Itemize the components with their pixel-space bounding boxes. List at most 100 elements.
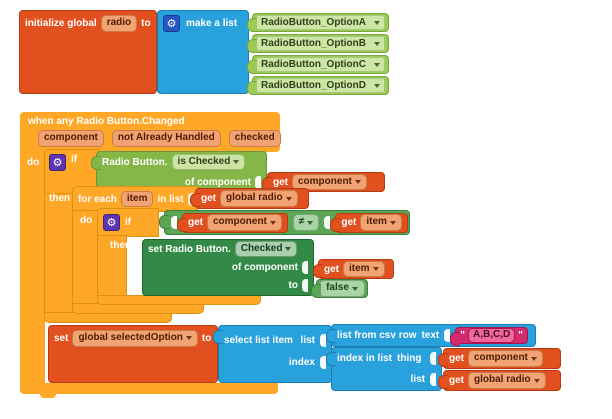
input-socket	[430, 373, 436, 386]
variable-dropdown[interactable]: global radio	[220, 190, 298, 207]
if-label: if	[125, 217, 132, 228]
input-socket	[302, 279, 308, 293]
list-from-csv-row-label: list from csv row	[337, 330, 417, 341]
loop-var-field[interactable]: item	[120, 190, 154, 208]
set-global-selected-option-block[interactable]: set global selectedOption to	[48, 325, 218, 383]
variable-dropdown[interactable]: component	[468, 350, 543, 367]
dropdown-arrow-icon	[233, 160, 240, 164]
initialize-global-label: initialize global	[25, 17, 97, 29]
input-socket	[320, 333, 326, 347]
component-dropdown[interactable]: RadioButton_OptionB	[256, 36, 385, 51]
operator-dropdown[interactable]: ≠	[292, 214, 320, 231]
text-value-field[interactable]: A,B,C,D	[468, 328, 516, 343]
get-item-block[interactable]: get item	[313, 259, 394, 279]
event-params: component not Already Handled checked	[38, 130, 281, 147]
select-list-item-label: select list item	[224, 334, 293, 346]
select-list-item-block[interactable]: select list item list index	[213, 325, 332, 383]
for-each-foot[interactable]	[73, 304, 203, 313]
when-block-foot[interactable]	[20, 383, 278, 394]
dropdown-arrow-icon	[285, 196, 292, 201]
dropdown-arrow-icon	[389, 220, 396, 225]
get-global-radio-block[interactable]: get global radio	[190, 188, 309, 209]
variable-name-field[interactable]: radio	[100, 15, 138, 32]
thing-label: thing	[397, 353, 422, 364]
dropdown-arrow-icon	[269, 220, 276, 225]
dropdown-arrow-icon	[372, 267, 379, 271]
component-dropdown[interactable]: RadioButton_OptionC	[256, 57, 385, 72]
dropdown-arrow-icon	[307, 220, 314, 225]
inner-if-block[interactable]: ⚙ if	[98, 209, 158, 236]
initialize-global-block[interactable]: initialize global radio to	[19, 10, 157, 94]
mutator-gear-icon[interactable]: ⚙	[163, 15, 180, 32]
component-block-optionA[interactable]: RadioButton_OptionA	[247, 13, 389, 32]
list-from-csv-row-block[interactable]: list from csv row text " A,B,C,D "	[326, 324, 536, 347]
inner-if-spine[interactable]	[98, 236, 126, 296]
variable-dropdown[interactable]: component	[292, 173, 367, 191]
variable-dropdown[interactable]: global selectedOption	[72, 330, 198, 347]
then-label: then	[110, 240, 132, 251]
component-block-optionC[interactable]: RadioButton_OptionC	[247, 55, 389, 74]
set-checked-block[interactable]: set Radio Button. Checked of component t…	[142, 239, 314, 296]
text-string-block[interactable]: " A,B,C,D "	[450, 327, 528, 346]
for-each-spine[interactable]	[73, 211, 98, 304]
make-a-list-block[interactable]: ⚙ make a list	[157, 10, 249, 94]
not-equal-compare-block[interactable]: get component ≠ get item	[159, 210, 410, 235]
get-label: get	[449, 375, 464, 386]
of-component-label: of component	[184, 176, 251, 188]
variable-dropdown[interactable]: component	[207, 214, 282, 231]
in-list-label: in list	[157, 193, 184, 205]
outer-if-foot[interactable]	[45, 313, 171, 322]
variable-dropdown[interactable]: item	[343, 260, 385, 278]
property-dropdown[interactable]: Checked	[234, 240, 298, 258]
get-component-block[interactable]: get component	[177, 212, 288, 233]
dropdown-arrow-icon	[185, 336, 192, 341]
dropdown-arrow-icon	[530, 356, 537, 361]
do-label: do	[27, 157, 40, 168]
to-label: to	[288, 280, 298, 292]
get-component-block[interactable]: get component	[262, 172, 385, 192]
for-each-block[interactable]: for each item in list	[73, 187, 197, 211]
index-in-list-block[interactable]: index in list thing list	[326, 347, 442, 391]
mutator-gear-icon[interactable]: ⚙	[103, 214, 120, 231]
next-connector-tab	[40, 393, 56, 398]
component-block-optionD[interactable]: RadioButton_OptionD	[247, 76, 389, 95]
outer-if-block[interactable]: ⚙ if	[45, 150, 99, 194]
dropdown-arrow-icon	[374, 62, 380, 67]
if-label: if	[71, 154, 78, 165]
param-not-already-handled[interactable]: not Already Handled	[111, 130, 221, 147]
get-global-radio-block[interactable]: get global radio	[438, 370, 561, 391]
dropdown-arrow-icon	[374, 20, 380, 25]
open-quote: "	[460, 330, 466, 341]
get-item-block[interactable]: get item	[330, 212, 408, 233]
component-dropdown[interactable]: RadioButton_OptionA	[256, 15, 385, 30]
input-socket	[324, 216, 331, 229]
variable-dropdown[interactable]: item	[360, 214, 402, 231]
index-label: index	[288, 356, 315, 368]
when-block-spine[interactable]	[20, 152, 45, 383]
boolean-dropdown[interactable]: false	[319, 280, 365, 297]
input-socket	[444, 329, 451, 342]
component-block-optionB[interactable]: RadioButton_OptionB	[247, 34, 389, 53]
do-label: do	[80, 215, 93, 226]
get-label: get	[201, 193, 216, 204]
inner-if-foot[interactable]	[98, 296, 260, 304]
text-label: text	[421, 330, 440, 341]
mutator-gear-icon[interactable]: ⚙	[49, 154, 66, 171]
get-label: get	[273, 176, 288, 188]
index-in-list-label: index in list	[337, 353, 393, 364]
param-checked[interactable]: checked	[228, 130, 281, 147]
of-component-label: of component	[231, 261, 298, 273]
to-label: to	[201, 332, 212, 344]
method-dropdown[interactable]: is Checked	[171, 153, 246, 171]
input-socket	[255, 175, 261, 189]
outer-if-spine[interactable]	[45, 194, 72, 313]
component-dropdown[interactable]: RadioButton_OptionD	[256, 78, 385, 93]
param-component[interactable]: component	[38, 130, 104, 147]
logic-false-block[interactable]: false	[311, 279, 368, 298]
variable-dropdown[interactable]: global radio	[468, 372, 546, 389]
set-label: set	[54, 332, 69, 344]
make-a-list-label: make a list	[186, 18, 238, 29]
get-component-block[interactable]: get component	[438, 348, 561, 369]
list-label: list	[410, 374, 425, 385]
